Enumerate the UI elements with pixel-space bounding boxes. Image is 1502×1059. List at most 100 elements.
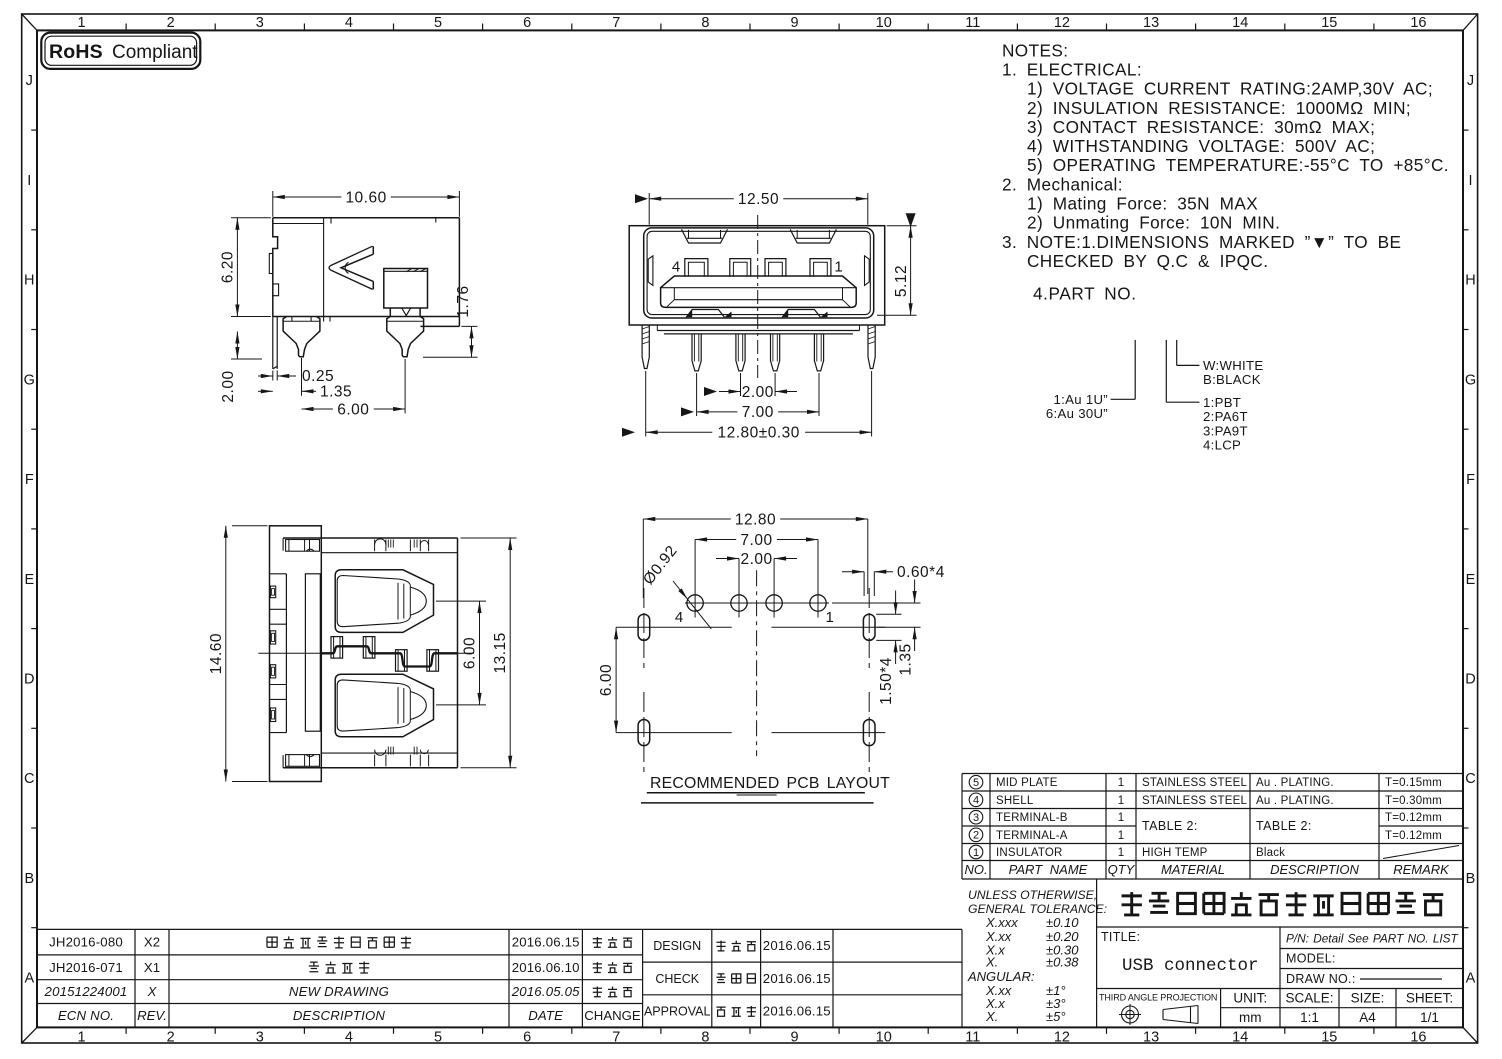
svg-text:±0.30: ±0.30 [1046,943,1079,958]
svg-text:DESCRIPTION: DESCRIPTION [1270,862,1359,877]
svg-text:1.35: 1.35 [320,383,352,400]
svg-text:X.x: X.x [985,996,1005,1011]
svg-text:NEW DRAWING: NEW DRAWING [289,984,389,999]
svg-text:C: C [1465,771,1475,787]
svg-text:X: X [147,984,158,999]
svg-text:DATE: DATE [528,1008,563,1023]
svg-text:A4: A4 [1359,1010,1376,1025]
svg-text:X.: X. [985,1009,998,1024]
svg-text:2) INSULATION RESISTANCE: 1000: 2) INSULATION RESISTANCE: 1000MΩ MIN; [1027,98,1411,118]
svg-text:5) OPERATING TEMPERATURE:-55°C: 5) OPERATING TEMPERATURE:-55°C TO +85°C. [1027,155,1449,175]
svg-text:B: B [1466,871,1476,887]
svg-text:QTY: QTY [1108,862,1136,877]
svg-text:3) CONTACT RESISTANCE: 30mΩ MA: 3) CONTACT RESISTANCE: 30mΩ MAX; [1027,117,1375,137]
svg-text:10: 10 [876,15,892,31]
svg-text:2:PA6T: 2:PA6T [1203,409,1248,424]
svg-text:P/N: Detail See PART NO. LIST: P/N: Detail See PART NO. LIST [1286,932,1459,946]
svg-text:TITLE:: TITLE: [1101,930,1140,944]
svg-text:Ø0.92: Ø0.92 [640,542,681,588]
svg-text:8: 8 [701,15,709,31]
svg-text:E: E [1466,572,1476,588]
svg-text:10.60: 10.60 [345,189,386,206]
svg-text:3:PA9T: 3:PA9T [1203,423,1248,438]
svg-text:4: 4 [675,609,683,626]
svg-text:SHELL: SHELL [996,795,1034,807]
svg-text:HIGH TEMP: HIGH TEMP [1142,847,1208,859]
svg-text:±3°: ±3° [1046,996,1066,1011]
svg-text:2: 2 [167,15,175,31]
svg-text:W:WHITE: W:WHITE [1203,358,1263,373]
svg-text:±0.20: ±0.20 [1046,929,1079,944]
svg-text:15: 15 [1321,15,1337,31]
svg-text:8: 8 [701,1030,709,1046]
svg-text:1: 1 [1118,847,1124,859]
svg-text:3. NOTE:1.DIMENSIONS MARKED ”▼: 3. NOTE:1.DIMENSIONS MARKED ”▼” TO BE [1002,232,1401,252]
svg-text:C: C [24,771,34,787]
svg-text:1: 1 [834,259,842,276]
svg-text:B: B [24,871,34,887]
svg-text:2.00: 2.00 [741,551,773,568]
svg-text:1. ELECTRICAL:: 1. ELECTRICAL: [1002,59,1142,79]
svg-text:±0.10: ±0.10 [1046,915,1079,930]
svg-text:SCALE:: SCALE: [1285,991,1333,1006]
svg-text:I: I [1468,173,1472,189]
svg-text:1.50*4: 1.50*4 [878,657,895,705]
svg-text:4:LCP: 4:LCP [1203,438,1241,453]
svg-text:2: 2 [167,1030,175,1046]
svg-text:13: 13 [1143,15,1159,31]
svg-text:14: 14 [1232,15,1248,31]
svg-text:±5°: ±5° [1046,1009,1066,1024]
svg-text:D: D [1465,672,1475,688]
svg-text:5: 5 [434,1030,442,1046]
svg-text:UNLESS OTHERWISE,: UNLESS OTHERWISE, [968,888,1097,902]
svg-text:CHECKED BY Q.C & IPQC.: CHECKED BY Q.C & IPQC. [1027,251,1268,271]
svg-text:2016.06.15: 2016.06.15 [512,935,580,950]
svg-text:DESCRIPTION: DESCRIPTION [293,1008,386,1023]
svg-text:12.80: 12.80 [735,511,776,528]
svg-text:H: H [24,273,34,289]
svg-text:±0.38: ±0.38 [1046,955,1079,970]
svg-text:STAINLESS STEEL: STAINLESS STEEL [1142,777,1247,789]
svg-text:1: 1 [78,15,86,31]
svg-text:1/1: 1/1 [1420,1010,1439,1025]
svg-text:THIRD ANGLE PROJECTION: THIRD ANGLE PROJECTION [1099,993,1217,1003]
svg-text:Au . PLATING.: Au . PLATING. [1256,795,1334,807]
svg-text:DRAW NO.:: DRAW NO.: [1286,972,1356,986]
svg-text:A: A [1466,971,1476,987]
svg-text:3: 3 [256,1030,264,1046]
svg-text:2) Unmating Force: 10N MIN.: 2) Unmating Force: 10N MIN. [1027,213,1280,233]
svg-text:5.12: 5.12 [893,265,910,297]
svg-text:1: 1 [78,1030,86,1046]
svg-text:F: F [1466,472,1475,488]
svg-text:2016.06.15: 2016.06.15 [763,938,831,953]
svg-text:H: H [1465,273,1475,289]
svg-text:REMARK: REMARK [1393,862,1450,877]
svg-text:7: 7 [612,15,620,31]
svg-text:USB connector: USB connector [1122,956,1259,976]
svg-text:6:Au 30U”: 6:Au 30U” [1046,406,1108,421]
svg-text:14: 14 [1232,1030,1248,1046]
svg-text:13: 13 [1143,1030,1159,1046]
svg-text:7.00: 7.00 [742,404,774,421]
svg-text:2016.06.15: 2016.06.15 [763,971,831,986]
svg-text:Black: Black [1256,847,1285,859]
svg-text:RECOMMENDED PCB LAYOUT: RECOMMENDED PCB LAYOUT [650,775,890,792]
svg-text:6: 6 [523,1030,531,1046]
svg-text:I: I [27,173,31,189]
svg-text:1.76: 1.76 [455,285,472,317]
svg-text:2016.05.05: 2016.05.05 [511,984,580,999]
svg-text:1: 1 [1118,812,1124,824]
svg-text:X.xx: X.xx [985,929,1012,944]
svg-text:9: 9 [791,15,799,31]
svg-text:4: 4 [973,795,979,807]
svg-text:APPROVAL: APPROVAL [644,1005,711,1019]
svg-text:1: 1 [826,609,834,626]
svg-text:1: 1 [1118,830,1124,842]
svg-text:7.00: 7.00 [740,532,772,549]
svg-text:13.15: 13.15 [492,632,509,673]
svg-text:E: E [24,572,34,588]
svg-text:X.: X. [985,955,998,970]
svg-text:J: J [1467,73,1474,89]
svg-text:6.00: 6.00 [598,664,615,696]
svg-text:1:1: 1:1 [1300,1010,1319,1025]
